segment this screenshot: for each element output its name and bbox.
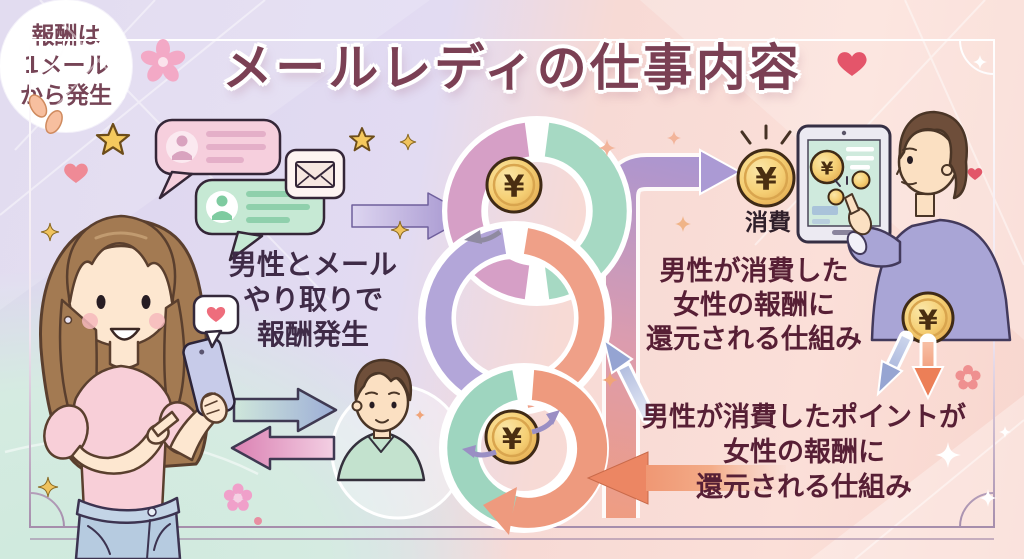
left-note-line: 報酬発生	[256, 318, 369, 351]
sakura-flower-icon	[140, 39, 186, 82]
right-upper-note-line: 男性が消費した	[659, 256, 849, 287]
heart-icon-title	[837, 52, 867, 76]
yen-symbol: ¥	[918, 304, 938, 337]
yen-symbol: ¥	[755, 162, 777, 198]
man-illustration-small	[336, 358, 426, 482]
yen-symbol: ¥	[821, 159, 834, 180]
flower-icon-pink	[223, 483, 253, 511]
star-icon	[349, 127, 375, 152]
return-up-arrow	[602, 337, 656, 424]
star-icon	[95, 122, 131, 155]
sparkle-icons	[37, 55, 1011, 507]
left-note-line: 男性とメール	[228, 248, 397, 281]
heart-icon-small	[967, 168, 983, 180]
badge-line: 報酬は	[31, 23, 101, 49]
heart-icon-left	[64, 163, 88, 183]
right-lower-note-line: 還元される仕組み	[696, 472, 912, 503]
flow-ring-bottom	[439, 363, 609, 535]
arrow-right-icon	[232, 387, 338, 433]
corner-petals-icon	[28, 94, 63, 135]
decor-icons	[28, 39, 1011, 511]
right-lower-note-line: 女性の報酬に	[723, 437, 885, 468]
right-upper-note: 男性が消費した 女性の報酬に 還元される仕組み	[626, 255, 882, 357]
coin-icon-top: ¥	[464, 156, 543, 244]
arrow-left-icon	[230, 425, 336, 471]
tablet-icon: ¥	[796, 124, 892, 244]
consumption-cluster: ¥ ¥ ¥	[736, 110, 1012, 401]
coin-icon-consumption: ¥	[736, 124, 796, 208]
chat-exchange-cluster	[154, 118, 471, 262]
badge-line: 1メール	[23, 53, 109, 79]
right-upper-note-line: 女性の報酬に	[673, 290, 835, 321]
left-note: 男性とメール やり取りで 報酬発生	[218, 247, 408, 352]
return-left-arrow	[586, 451, 786, 505]
right-lower-note-line: 男性が消費したポイントが	[642, 402, 966, 433]
right-upper-note-line: 還元される仕組み	[646, 324, 862, 355]
flower-icon-salmon	[955, 365, 981, 390]
exchange-arrows	[230, 387, 338, 471]
yen-symbol: ¥	[502, 422, 522, 456]
coin-icon-bottom: ¥	[462, 409, 560, 465]
woman-illustration	[39, 214, 240, 559]
chat-bubble-pink-icon	[154, 118, 282, 200]
yen-symbol: ¥	[504, 170, 525, 205]
consumption-label: 消費	[745, 210, 791, 236]
reward-badge: 報酬は 1メール から発生	[0, 0, 132, 132]
envelope-icon	[284, 148, 346, 200]
heart-message-bubble-icon	[192, 294, 240, 349]
left-note-line: やり取りで	[242, 283, 383, 316]
right-lower-note: 男性が消費したポイントが 女性の報酬に 還元される仕組み	[628, 400, 980, 505]
page-title: メールレディの仕事内容	[222, 39, 802, 97]
return-down-arrows	[876, 330, 945, 401]
